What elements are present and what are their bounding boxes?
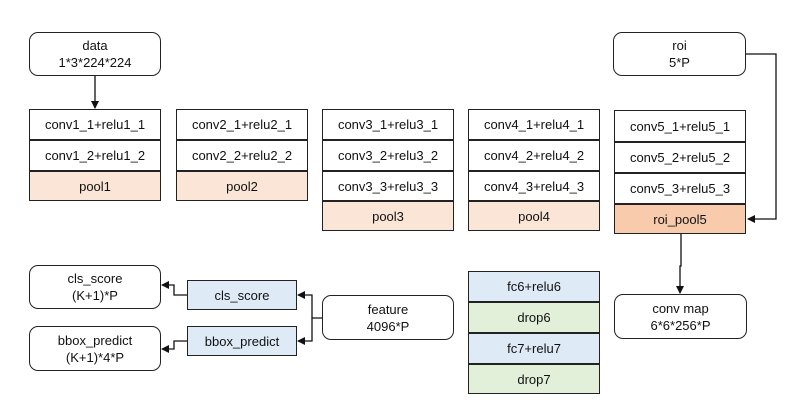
pool3-layer: pool3 [322, 201, 454, 231]
roi-input-shape: 5*P [669, 55, 690, 70]
conv-map-node: conv map 6*6*256*P [614, 294, 747, 339]
cls-score-output-name: cls_score [67, 271, 123, 286]
roi-to-roi-pool5-arrow [746, 53, 777, 223]
drop7-layer: drop7 [468, 364, 600, 394]
data-input-shape: 1*3*224*224 [58, 55, 132, 70]
conv3-2-layer: conv3_2+relu3_2 [322, 140, 454, 171]
roi-input-node: roi 5*P [613, 32, 746, 76]
feature-to-cls-score-arrow [297, 291, 322, 319]
pool2-layer: pool2 [176, 171, 308, 201]
roi-input-name: roi [672, 38, 687, 53]
feature-shape: 4096*P [366, 318, 410, 334]
roi-pool5-to-conv-map-arrow [676, 234, 684, 294]
conv1-1-layer: conv1_1+relu1_1 [29, 109, 161, 140]
conv-map-shape: 6*6*256*P [650, 317, 711, 333]
feature-name: feature [367, 301, 409, 317]
conv3-1-layer: conv3_1+relu3_1 [322, 109, 454, 140]
feature-node: feature 4096*P [322, 295, 454, 340]
conv4-3-layer: conv4_3+relu4_3 [468, 171, 600, 201]
data-input-name: data [82, 38, 108, 53]
bbox-predict-layer: bbox_predict [187, 326, 297, 356]
cls-score-layer: cls_score [187, 280, 297, 310]
conv5-2-layer: conv5_2+relu5_2 [614, 142, 746, 173]
bbox-predict-to-output-arrow [161, 340, 187, 353]
bbox-predict-output-shape: (K+1)*4*P [65, 349, 125, 365]
cls-score-output-node: cls_score (K+1)*P [29, 265, 161, 309]
fc6-relu6-layer: fc6+relu6 [468, 271, 600, 302]
drop6-layer: drop6 [468, 302, 600, 333]
conv5-1-layer: conv5_1+relu5_1 [614, 110, 746, 142]
conv3-3-layer: conv3_3+relu3_3 [322, 171, 454, 201]
conv1-2-layer: conv1_2+relu1_2 [29, 140, 161, 171]
pool4-layer: pool4 [468, 201, 600, 231]
cls-score-to-output-arrow [161, 281, 187, 296]
data-input-node: data 1*3*224*224 [29, 32, 161, 76]
conv4-2-layer: conv4_2+relu4_2 [468, 140, 600, 171]
roi-pool5-layer: roi_pool5 [614, 204, 746, 234]
pool1-layer: pool1 [29, 171, 161, 201]
conv5-3-layer: conv5_3+relu5_3 [614, 173, 746, 204]
fc7-relu7-layer: fc7+relu7 [468, 333, 600, 364]
conv-map-name: conv map [652, 300, 709, 316]
conv4-1-layer: conv4_1+relu4_1 [468, 109, 600, 140]
bbox-predict-output-name: bbox_predict [57, 332, 133, 348]
feature-to-bbox-predict-arrow [297, 318, 313, 345]
conv2-1-layer: conv2_1+relu2_1 [176, 109, 308, 140]
conv2-2-layer: conv2_2+relu2_2 [176, 140, 308, 171]
cls-score-output-shape: (K+1)*P [72, 288, 118, 303]
bbox-predict-output-node: bbox_predict (K+1)*4*P [29, 326, 161, 371]
